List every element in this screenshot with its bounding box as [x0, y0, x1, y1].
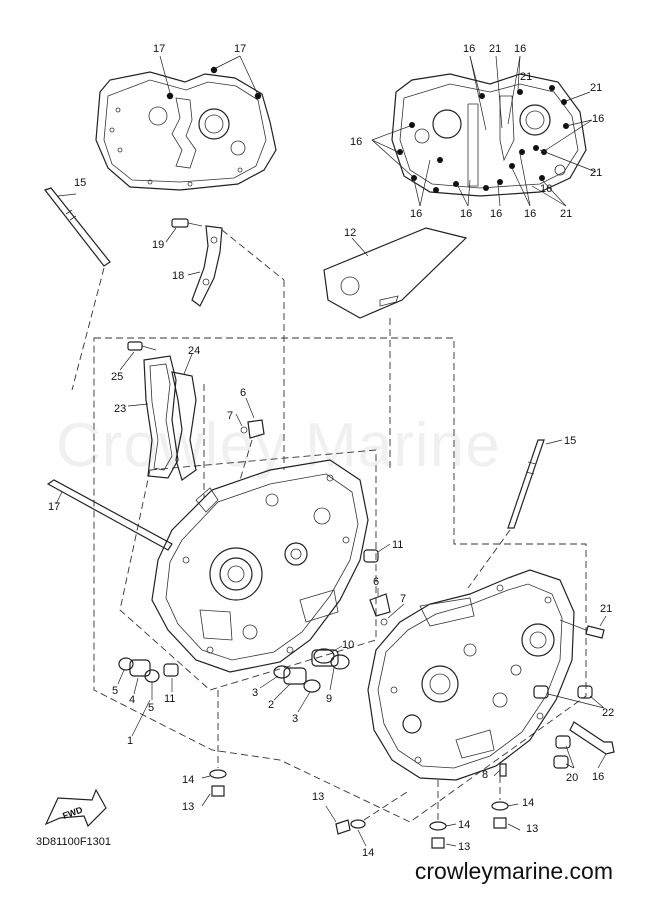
- forward-arrow-icon: FWD: [44, 788, 107, 828]
- callout-label: 16: [524, 208, 536, 220]
- dowels-and-orings: [117, 543, 391, 713]
- cover-gasket-group: [119, 341, 205, 498]
- callout-label: 16: [410, 208, 422, 220]
- fwd-label: FWD: [61, 804, 84, 821]
- long-bolt-17: [46, 479, 173, 551]
- callout-label: 16: [592, 113, 604, 125]
- right-side-hardware: [533, 615, 615, 769]
- callout-label: 9: [326, 693, 332, 705]
- callout-label: 14: [362, 847, 374, 859]
- callout-label: 25: [111, 371, 123, 383]
- callout-label: 14: [458, 819, 470, 831]
- callout-label: 17: [234, 43, 246, 55]
- callout-label: 3: [292, 713, 298, 725]
- callout-label: 14: [522, 797, 534, 809]
- callout-label: 12: [344, 227, 356, 239]
- callout-label: 6: [373, 576, 379, 588]
- callout-label: 5: [112, 685, 118, 697]
- callout-label: 18: [172, 270, 184, 282]
- callout-label: 16: [463, 43, 475, 55]
- callout-label: 5: [148, 702, 154, 714]
- callout-label: 21: [600, 603, 612, 615]
- callout-label: 19: [152, 239, 164, 251]
- footer-site-name: crowleymarine.com: [414, 858, 613, 884]
- gasket-12: [323, 227, 468, 470]
- callout-label: 22: [602, 707, 614, 719]
- callout-label: 16: [514, 43, 526, 55]
- bottom-fasteners: [201, 690, 521, 849]
- callout-label: 10: [342, 639, 354, 651]
- callout-label: 16: [350, 136, 362, 148]
- callout-labels: 17 17 16 21 16 21 16 16 21 16 16 16 16 2…: [48, 43, 614, 859]
- callout-label: 13: [312, 791, 324, 803]
- right-case-sealant-view: [371, 55, 597, 207]
- callout-label: 8: [482, 769, 488, 781]
- left-case-sealant-view: [95, 55, 277, 191]
- callout-label: 16: [460, 208, 472, 220]
- callout-label: 4: [129, 694, 135, 706]
- callout-label: 21: [489, 43, 501, 55]
- callout-label: 11: [392, 539, 403, 551]
- drawing-code: 3D81100F1301: [36, 836, 112, 848]
- right-crankcase: [367, 569, 575, 781]
- callout-label: 16: [540, 183, 552, 195]
- callout-label: 6: [240, 387, 246, 399]
- callout-label: 13: [182, 801, 194, 813]
- callout-label: 21: [590, 167, 602, 179]
- callout-label: 7: [227, 410, 233, 422]
- callout-label: 11: [164, 693, 175, 705]
- stud-bolt-15-lower: [467, 439, 563, 589]
- callout-label: 7: [400, 593, 406, 605]
- callout-label: 21: [520, 71, 532, 83]
- callout-label: 15: [74, 177, 86, 189]
- callout-label: 15: [564, 435, 576, 447]
- callout-label: 16: [490, 208, 502, 220]
- breather-plate-group: [165, 218, 285, 470]
- callout-label: 14: [182, 774, 194, 786]
- callout-label: 13: [458, 841, 470, 853]
- stud-bolt-15-upper: [44, 187, 111, 391]
- callout-label: 2: [268, 699, 274, 711]
- callout-label: 20: [566, 772, 578, 784]
- left-crankcase: [93, 337, 587, 823]
- callout-label: 17: [48, 501, 60, 513]
- callout-label: 23: [114, 403, 126, 415]
- callout-label: 21: [560, 208, 572, 220]
- callout-label: 1: [127, 735, 133, 747]
- callout-label: 17: [153, 43, 165, 55]
- callout-label: 3: [252, 687, 258, 699]
- callout-label: 16: [592, 771, 604, 783]
- callout-label: 13: [526, 823, 538, 835]
- callout-label: 21: [590, 82, 602, 94]
- plug-and-oring-left: [235, 397, 265, 481]
- callout-label: 24: [188, 345, 200, 357]
